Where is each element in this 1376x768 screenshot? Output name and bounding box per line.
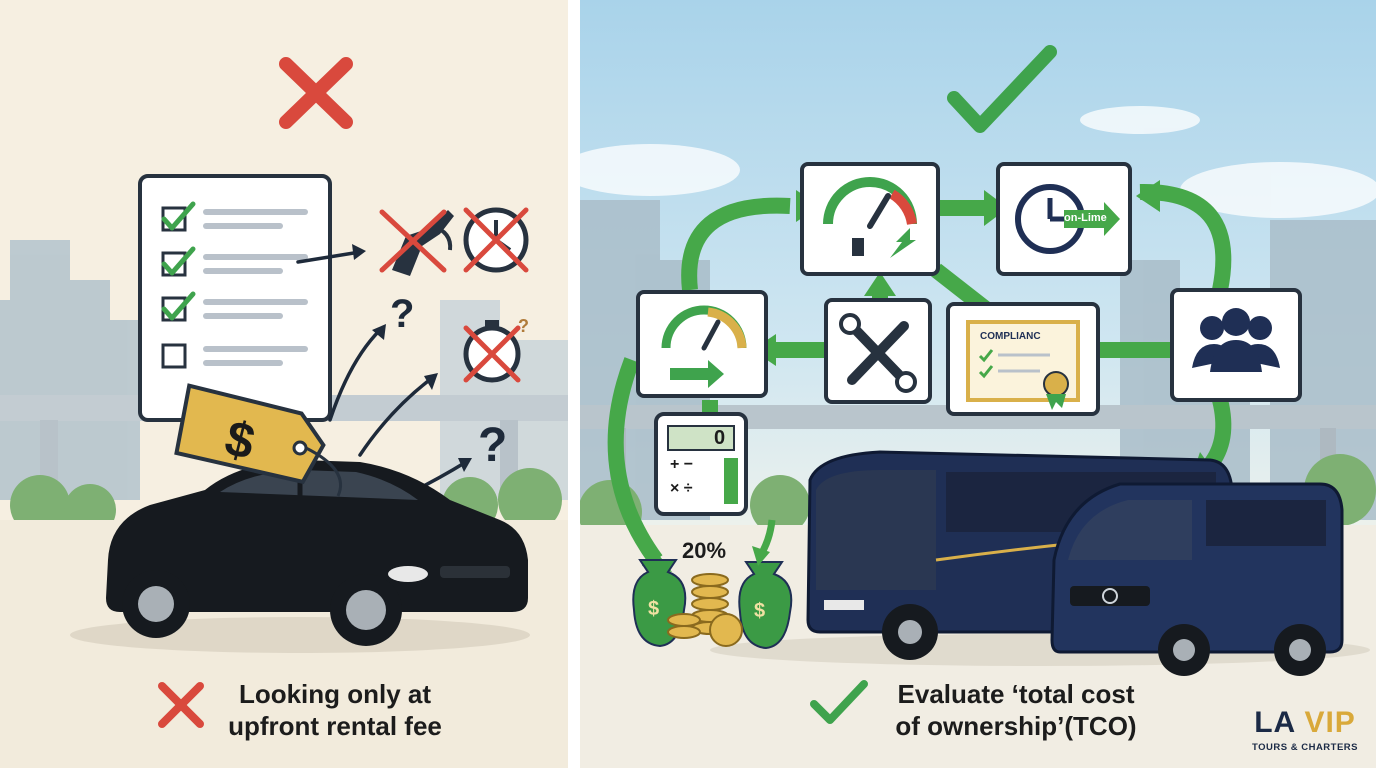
right-caption: Evaluate ‘total cost of ownership’(TCO) (866, 678, 1166, 742)
money-bag-symbol: $ (648, 598, 660, 620)
speedometer-icon (636, 290, 768, 398)
checkmark-icon (947, 45, 1057, 133)
road-shadow (70, 617, 530, 653)
sedan-car-icon (106, 460, 528, 646)
calculator-key: × ÷ (670, 480, 693, 497)
clock-crossed-icon (463, 207, 529, 273)
clouds (580, 106, 1376, 218)
left-caption: Looking only at upfront rental fee (220, 678, 450, 742)
svg-text:?: ? (518, 316, 529, 336)
caption-line: Evaluate ‘total cost (897, 679, 1135, 709)
logo-tagline: TOURS & CHARTERS (1252, 742, 1358, 753)
tools-icon (824, 298, 932, 404)
money-bags-icon (632, 559, 793, 650)
certificate-title: COMPLIANC (980, 331, 1041, 342)
stopwatch-crossed-icon: ? (463, 316, 529, 383)
calculator-key: + − (670, 456, 694, 473)
question-mark: ? (478, 419, 508, 472)
checklist-icon (138, 174, 332, 422)
clock-label: on-Lime (1064, 212, 1107, 224)
logo-wordmark: LA VIP (1246, 708, 1364, 738)
city-skyline (0, 240, 140, 500)
question-mark: ? (390, 292, 415, 336)
x-mark-icon (279, 57, 353, 129)
caption-line: Looking only at (238, 679, 432, 709)
caption-line: of ownership’(TCO) (895, 711, 1137, 741)
money-bag-symbol: $ (754, 600, 766, 622)
right-scene (580, 45, 1376, 768)
logo-la: LA (1254, 706, 1296, 739)
people-group-icon (1170, 288, 1302, 402)
caption-check-icon (810, 680, 868, 724)
caption-line: upfront rental fee (228, 711, 442, 741)
price-tag-icon (174, 383, 343, 497)
savings-label: 20% (682, 538, 727, 563)
left-panel: ? $ ? ? Looking only at upfront rental f… (0, 0, 568, 768)
on-time-clock-icon (996, 162, 1132, 276)
right-panel: on-Lime COMPLIANC 20% 0 + − × ÷ $ $ (580, 0, 1376, 768)
compliance-certificate-icon (946, 302, 1100, 416)
fuel-nozzle-crossed-icon (379, 209, 454, 276)
calculator-icon (654, 412, 748, 516)
left-scene: ? (0, 57, 568, 768)
logo-vip: VIP (1304, 706, 1356, 739)
panel-divider (568, 0, 580, 768)
calculator-display: 0 (714, 427, 726, 449)
sprinter-van-icon (1050, 482, 1344, 676)
fuel-gauge-icon (800, 162, 940, 276)
brand-logo: LA VIP TOURS & CHARTERS (1246, 708, 1364, 754)
caption-x-icon (158, 682, 204, 728)
